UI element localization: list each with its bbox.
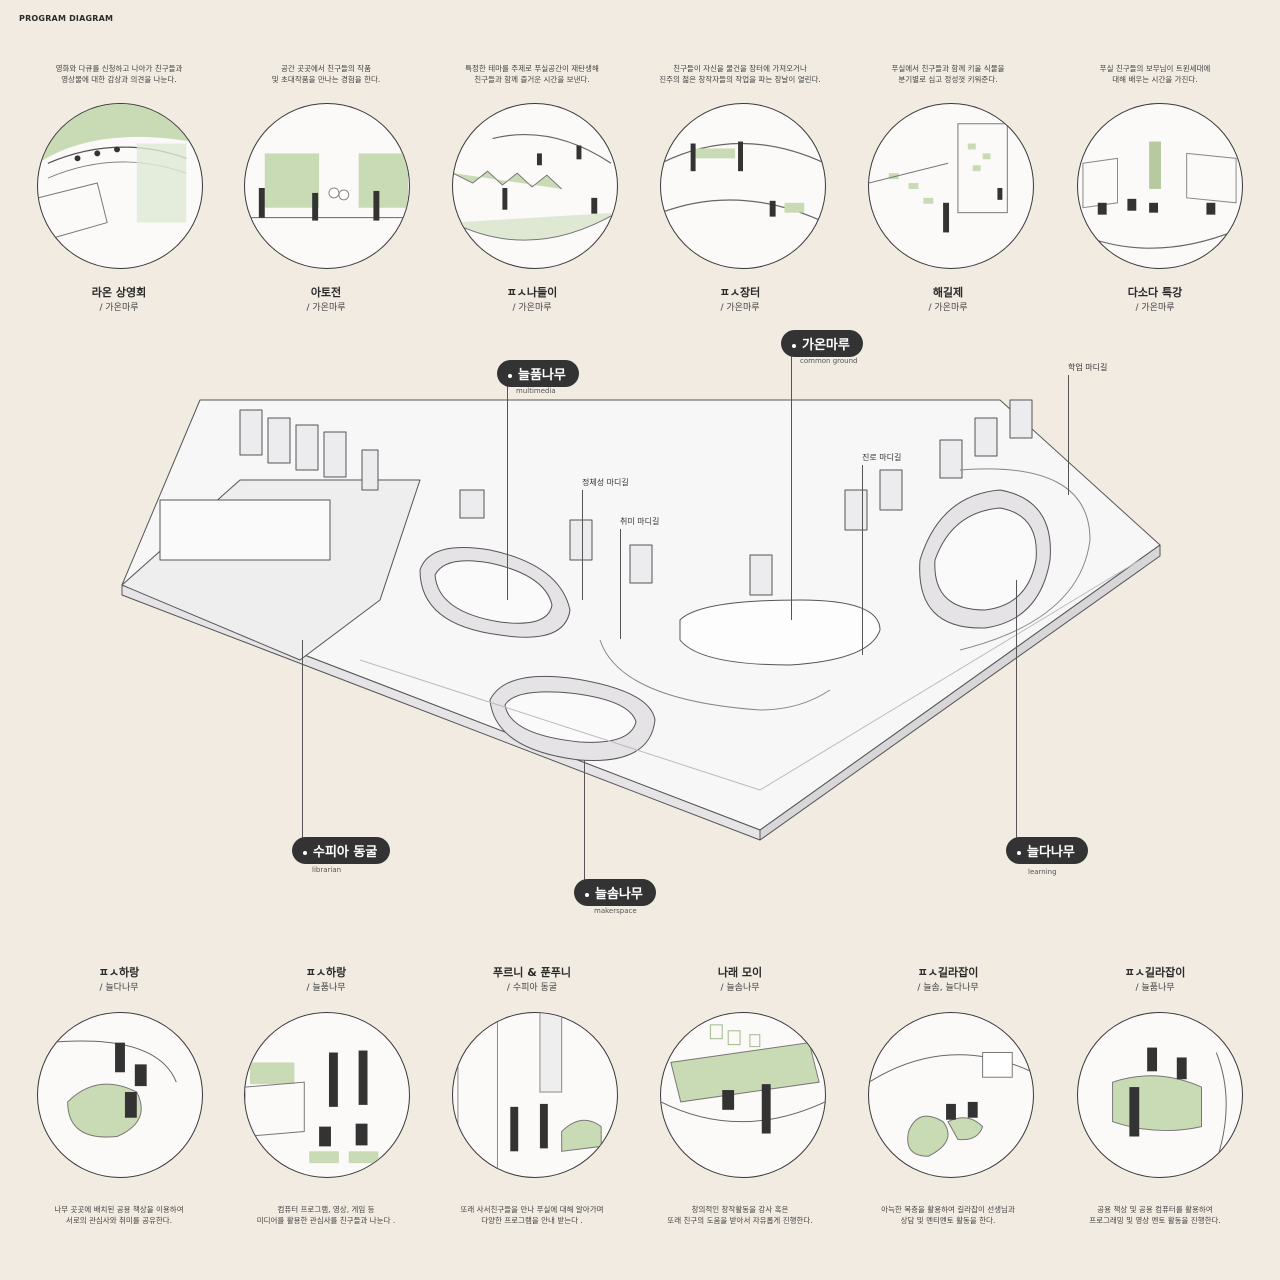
program-name: ㅍㅅ길라잡이 xyxy=(917,966,979,979)
program-name: ㅍㅅ나들이 xyxy=(506,286,558,299)
program-space: / 수피아 동굴 xyxy=(506,983,558,993)
mentoring-vignette xyxy=(869,1052,1033,1157)
librarian-vignette xyxy=(457,1013,602,1177)
program-vignette-circle xyxy=(244,1012,410,1178)
leader-line xyxy=(582,490,583,600)
program-vignette-circle xyxy=(452,1012,618,1178)
leader-line xyxy=(620,529,621,639)
program-space: / 가온마루 xyxy=(928,303,968,313)
program-vignette-circle xyxy=(1077,103,1243,269)
path-label-identity: 정체성 마디길 xyxy=(582,478,629,487)
bullet-dot xyxy=(508,373,512,378)
program-name: 푸르니 & 푼푸니 xyxy=(493,966,571,979)
program-vignette-circle xyxy=(660,1012,826,1178)
program-space: / 가온마루 xyxy=(720,303,760,313)
program-name: 아토전 xyxy=(310,286,342,299)
space-pill-supia: 수피아 동굴 xyxy=(292,837,391,864)
program-name: 다소다 특강 xyxy=(1127,286,1183,299)
program-name: ㅍㅅ길라잡이 xyxy=(1124,966,1186,979)
program-description: 창의적인 창작활동을 강사 혹은 또래 친구의 도움을 받아서 자유롭게 진행한… xyxy=(667,1205,813,1225)
program-description: 나무 곳곳에 배치된 공용 책상을 이용하여 서로의 관심사와 취미를 공유한다… xyxy=(54,1205,184,1225)
leader-line xyxy=(507,385,508,600)
space-pill-neulda: 늘다나무 xyxy=(1006,837,1088,864)
program-space: / 늘솜나무 xyxy=(720,983,760,993)
program-vignette-circle xyxy=(1077,1012,1243,1178)
space-pill-gaon: 가온마루 xyxy=(781,330,863,357)
program-space: / 늘솜, 늘다나무 xyxy=(917,983,979,993)
space-english-label: learning xyxy=(1028,868,1057,876)
space-name: 가온마루 xyxy=(802,338,850,353)
program-description: 아늑한 복층을 활용하여 길라잡이 선생님과 상담 및 멘티멘토 활동을 한다. xyxy=(881,1205,1015,1225)
leader-line xyxy=(1016,580,1017,840)
bullet-dot xyxy=(303,850,307,855)
path-label-study: 학업 마디길 xyxy=(1068,363,1108,372)
program-name: ㅍㅅ장터 xyxy=(719,286,761,299)
picnic-vignette xyxy=(453,133,617,241)
leader-line xyxy=(302,640,303,840)
leader-line xyxy=(1068,375,1069,495)
shared-desk-vignette xyxy=(47,1040,177,1138)
program-vignette-circle xyxy=(37,103,203,269)
program-space: / 늘다나무 xyxy=(99,983,139,993)
program-space: / 가온마루 xyxy=(512,303,552,313)
program-description: 공간 곳곳에서 친구들의 작품 및 초대작품을 만나는 경험을 한다. xyxy=(271,64,381,84)
program-space: / 가온마루 xyxy=(1135,303,1175,313)
program-space: / 가온마루 xyxy=(306,303,346,313)
program-vignette-circle xyxy=(244,103,410,269)
space-name: 늘다나무 xyxy=(1027,845,1075,860)
program-description: 또래 사서친구들을 만나 푸실에 대해 알아가며 다양한 프로그램을 안내 받는… xyxy=(460,1205,604,1225)
space-english-label: librarian xyxy=(312,866,342,874)
program-description: 공용 책상 및 공용 컴퓨터를 활용하여 프로그래밍 및 영상 멘토 활동을 진… xyxy=(1089,1205,1221,1225)
program-name: 라온 상영회 xyxy=(91,286,147,299)
leader-line xyxy=(862,465,863,655)
program-space: / 가온마루 xyxy=(99,303,139,313)
path-label-career: 진로 마디길 xyxy=(862,453,902,462)
program-description: 푸실 친구들의 보무님이 트윈세대에 대해 배우는 시간을 가진다. xyxy=(1099,64,1211,84)
space-english-label: makerspace xyxy=(594,907,637,915)
diagram-title: PROGRAM DIAGRAM xyxy=(19,14,114,23)
program-vignette-circle xyxy=(37,1012,203,1178)
maker-vignette xyxy=(661,1024,825,1134)
leader-line xyxy=(791,355,792,620)
exhibition-vignette xyxy=(245,153,409,221)
bullet-dot xyxy=(792,343,796,348)
space-name: 늘품나무 xyxy=(518,368,566,383)
space-pill-neulsom: 늘솜나무 xyxy=(574,879,656,906)
program-description: 특정한 테마를 주제로 푸실공간이 재탄생해 친구들과 함께 즐거운 시간을 보… xyxy=(465,64,599,84)
program-vignette-circle xyxy=(452,103,618,269)
program-name: ㅍㅅ하랑 xyxy=(305,966,347,979)
media-vignette xyxy=(245,1050,379,1164)
program-space: / 늘품나무 xyxy=(1135,983,1175,993)
path-label-hobby: 취미 마디길 xyxy=(620,517,660,526)
screening-vignette xyxy=(38,104,202,243)
program-name: ㅍㅅ하랑 xyxy=(98,966,140,979)
program-description: 친구들이 자신을 물건을 장터에 가져오거나 진주의 젊은 창작자들의 작업을 … xyxy=(659,64,821,84)
program-description: 컴퓨터 프로그램, 영상, 게임 등 미디어를 활용한 관심사를 친구들과 나눈… xyxy=(256,1205,396,1225)
market-vignette xyxy=(661,141,825,224)
space-name: 수피아 동굴 xyxy=(313,845,378,860)
leader-line xyxy=(584,760,585,880)
space-pill-neulpum: 늘품나무 xyxy=(497,360,579,387)
bullet-dot xyxy=(1017,850,1021,855)
program-vignette-circle xyxy=(868,1012,1034,1178)
program-vignette-circle xyxy=(868,103,1034,269)
garden-vignette xyxy=(869,123,1008,233)
lecture-vignette xyxy=(1082,141,1237,249)
program-vignette-circle xyxy=(660,103,826,269)
space-name: 늘솜나무 xyxy=(595,887,643,902)
bullet-dot xyxy=(585,892,589,897)
program-description: 푸실에서 친구들과 함께 키울 식물을 분기별로 심고 정성껏 키워준다. xyxy=(891,64,1005,84)
program-name: 나래 모이 xyxy=(717,966,763,979)
space-english-label: multimedia xyxy=(516,387,556,395)
program-name: 해길제 xyxy=(932,286,964,299)
programming-vignette xyxy=(1112,1047,1227,1162)
program-space: / 늘품나무 xyxy=(306,983,346,993)
program-description: 영화와 다큐를 신청하고 나아가 친구들과 영상물에 대한 감상과 의견을 나눈… xyxy=(55,64,183,84)
space-english-label: common ground xyxy=(800,357,858,365)
